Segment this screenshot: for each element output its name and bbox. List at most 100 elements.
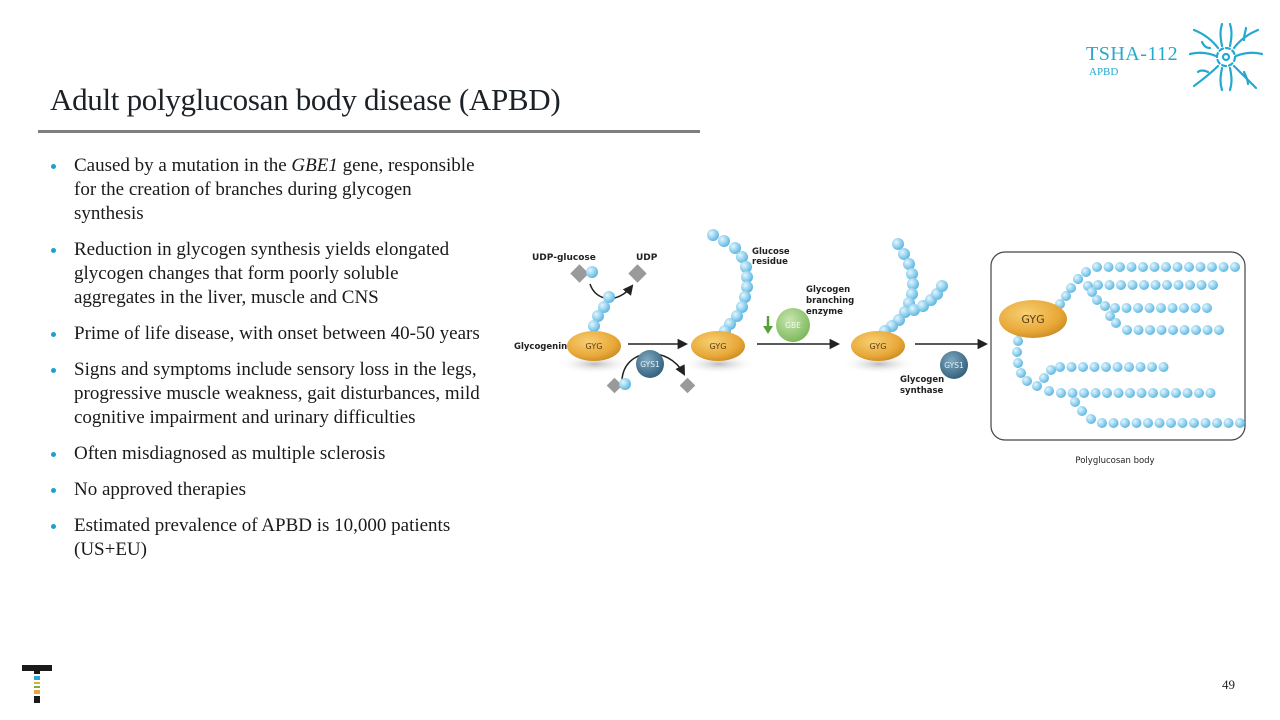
gbe-enzyme: [776, 308, 810, 342]
glucose-bead: [718, 235, 730, 247]
glycogen-synthesis-diagram: UDP-glucose UDP GYG Glycogenin GYS1 GYG …: [514, 229, 1246, 466]
bullet-item: No approved therapies: [50, 478, 480, 502]
glucose-bead: [1093, 280, 1103, 290]
glucose-bead: [1039, 373, 1049, 383]
glucose-bead: [1205, 388, 1216, 398]
glucose-bead: [598, 301, 610, 313]
gys1-label: GYS1: [640, 360, 660, 369]
udp-diamond: [628, 264, 647, 283]
glucose-bead: [1100, 301, 1110, 311]
glucose-bead: [1135, 362, 1146, 372]
glucose-bead: [1081, 267, 1091, 277]
glucose-bead: [1202, 325, 1213, 335]
glucose-bead: [739, 291, 751, 303]
gbe-label: GBE: [785, 321, 801, 330]
glucose-bead: [1162, 280, 1172, 290]
gyg-label: GYG: [586, 342, 603, 351]
glucose-bead: [1097, 418, 1107, 428]
udp-diamond: [679, 377, 696, 394]
gys1-enzyme: [940, 351, 968, 379]
glucose-bead: [1067, 388, 1078, 398]
brand-subtitle: APBD: [1089, 66, 1119, 78]
glucose-bead: [1159, 388, 1170, 398]
glucose-bead: [592, 310, 604, 322]
bullet-item: Caused by a mutation in the GBE1 gene, r…: [50, 154, 480, 226]
polyglucosan-body-box: [990, 251, 1246, 441]
glucose-bead: [1102, 388, 1112, 398]
glucose-bead: [1046, 365, 1056, 375]
gyg-label: GYG: [870, 342, 887, 351]
glucose-bead: [1103, 262, 1114, 272]
glucose-bead: [1126, 262, 1137, 272]
glycogenin-gyg: [851, 331, 905, 361]
gyg-label: GYG: [710, 342, 727, 351]
glucose-bead: [1089, 362, 1100, 372]
label-glycogenin: Glycogenin: [514, 342, 567, 352]
bullet-dot: [51, 332, 56, 337]
glucose-bead: [1066, 362, 1077, 372]
glucose-bead: [1200, 418, 1211, 428]
glucose-bead: [1113, 388, 1124, 398]
glucose-bead: [1173, 280, 1184, 290]
slide-title: Adult polyglucosan body disease (APBD): [50, 82, 561, 117]
glucose-bead: [1154, 418, 1165, 428]
glucose-bead: [1104, 280, 1115, 290]
glucose-bead: [1124, 362, 1134, 372]
bullet-dot: [51, 524, 56, 529]
glucose-bead: [1172, 262, 1183, 272]
glucose-bead: [1144, 303, 1155, 313]
glucose-bead: [1090, 388, 1101, 398]
glucose-bead: [736, 251, 748, 263]
glucose-bead: [1131, 418, 1142, 428]
glycogenin-gyg: [691, 331, 745, 361]
glucose-bead: [1079, 388, 1089, 398]
glucose-bead: [1110, 303, 1120, 313]
bullet-dot: [51, 248, 56, 253]
glucose-bead: [1184, 262, 1194, 272]
glucose-bead: [1070, 397, 1080, 407]
bullet-item: Often misdiagnosed as multiple sclerosis: [50, 442, 480, 466]
glucose-bead: [1115, 262, 1125, 272]
glucose-bead: [1156, 303, 1166, 313]
glucose-bead: [1147, 362, 1157, 372]
glucose-bead: [1121, 303, 1132, 313]
bullet-dot: [51, 368, 56, 373]
glucose-bead: [1133, 325, 1144, 335]
glucose-bead: [903, 258, 915, 270]
glucose-bead: [1195, 262, 1206, 272]
glucose-chain: [879, 238, 948, 337]
glucose-bead: [1190, 303, 1201, 313]
glucose-bead: [603, 291, 615, 303]
glucose-bead: [1207, 262, 1217, 272]
glucose-bead: [619, 378, 631, 390]
gyg-shadow: [557, 354, 633, 374]
glucose-bead: [1185, 280, 1195, 290]
brand-code: TSHA-112: [1086, 43, 1179, 65]
label-udp: UDP: [636, 253, 658, 263]
gyg-label: GYG: [1021, 313, 1044, 326]
glucose-bead: [707, 229, 719, 241]
glucose-bead: [1149, 262, 1160, 272]
down-arrow-icon: [763, 326, 773, 334]
label-glucose-residue: residue: [752, 257, 788, 267]
glucose-bead: [1073, 274, 1083, 284]
glucose-bead: [906, 268, 918, 280]
glucose-bead: [1166, 418, 1176, 428]
glucose-bead: [1044, 386, 1054, 396]
glucose-bead: [1086, 414, 1096, 424]
glucose-bead: [1136, 388, 1147, 398]
brand-label: TSHA-112 APBD: [1086, 42, 1178, 78]
glucose-bead: [1145, 325, 1155, 335]
glucose-bead: [1078, 362, 1088, 372]
glucose-bead: [1056, 388, 1066, 398]
glucose-bead: [1182, 388, 1193, 398]
gyg-shadow: [681, 354, 757, 374]
glucose-bead: [1156, 325, 1167, 335]
glucose-bead: [1022, 376, 1032, 386]
glucose-bead: [1092, 295, 1102, 305]
glucose-bead: [586, 266, 598, 278]
glucose-bead: [729, 242, 741, 254]
glucose-bead: [1235, 418, 1245, 428]
glucose-bead: [1161, 262, 1171, 272]
glucose-bead: [908, 304, 920, 316]
